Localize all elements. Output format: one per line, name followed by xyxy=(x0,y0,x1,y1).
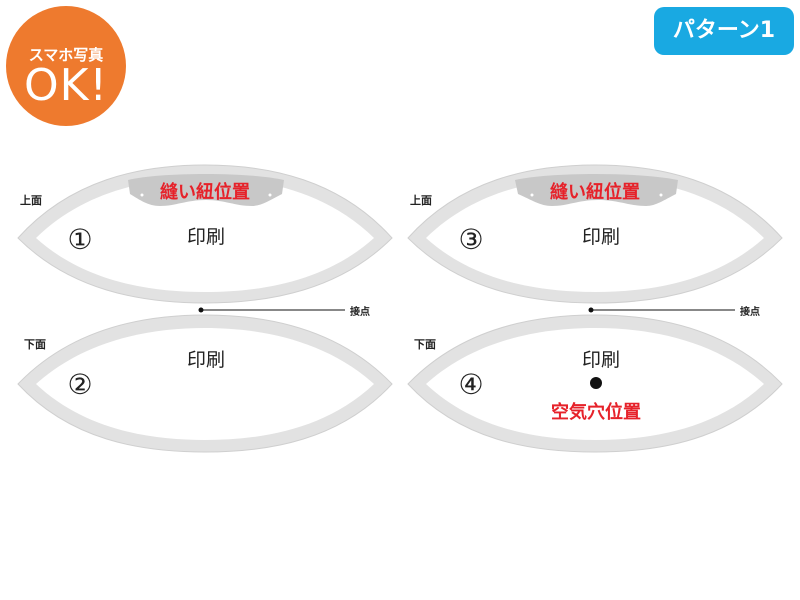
panel-1-face-label: 上面 xyxy=(20,194,42,207)
sewing-string-area xyxy=(128,174,284,206)
air-hole-dot-icon xyxy=(590,377,602,389)
panel-3-face-label: 上面 xyxy=(410,194,432,207)
sewing-string-area xyxy=(515,174,678,206)
contact-line-left xyxy=(198,307,345,313)
panel-4-shape xyxy=(407,314,783,453)
contact-label-left: 接点 xyxy=(350,307,370,318)
panel-4-print-label: 印刷 xyxy=(581,349,620,371)
panel-2-shape xyxy=(17,314,393,453)
badge-line2: OK! xyxy=(23,60,109,111)
panel-1-annotation: 縫い紐位置 xyxy=(160,182,250,203)
panel-3-print-label: 印刷 xyxy=(581,226,620,248)
panel-2-number: ② xyxy=(67,368,93,401)
pattern-badge: パターン1 xyxy=(654,7,794,55)
panel-4-annotation: 空気穴位置 xyxy=(551,402,641,423)
panel-1-print-label: 印刷 xyxy=(186,226,225,248)
panel-4-face-label: 下面 xyxy=(414,338,436,351)
panel-1-number: ① xyxy=(67,223,93,256)
panel-2-print-label: 印刷 xyxy=(186,349,225,371)
badge-line1: スマホ写真 xyxy=(28,46,104,64)
panel-4-number: ④ xyxy=(458,368,484,401)
contact-line-right xyxy=(588,307,735,313)
panel-1-shape xyxy=(17,164,393,304)
contact-label-right: 接点 xyxy=(740,307,760,318)
smartphone-photo-ok-badge: スマホ写真 OK! xyxy=(6,6,126,126)
panel-3-annotation: 縫い紐位置 xyxy=(550,182,640,203)
panel-3-shape xyxy=(407,164,783,304)
panel-2-face-label: 下面 xyxy=(24,338,46,351)
panel-3-number: ③ xyxy=(458,223,484,256)
